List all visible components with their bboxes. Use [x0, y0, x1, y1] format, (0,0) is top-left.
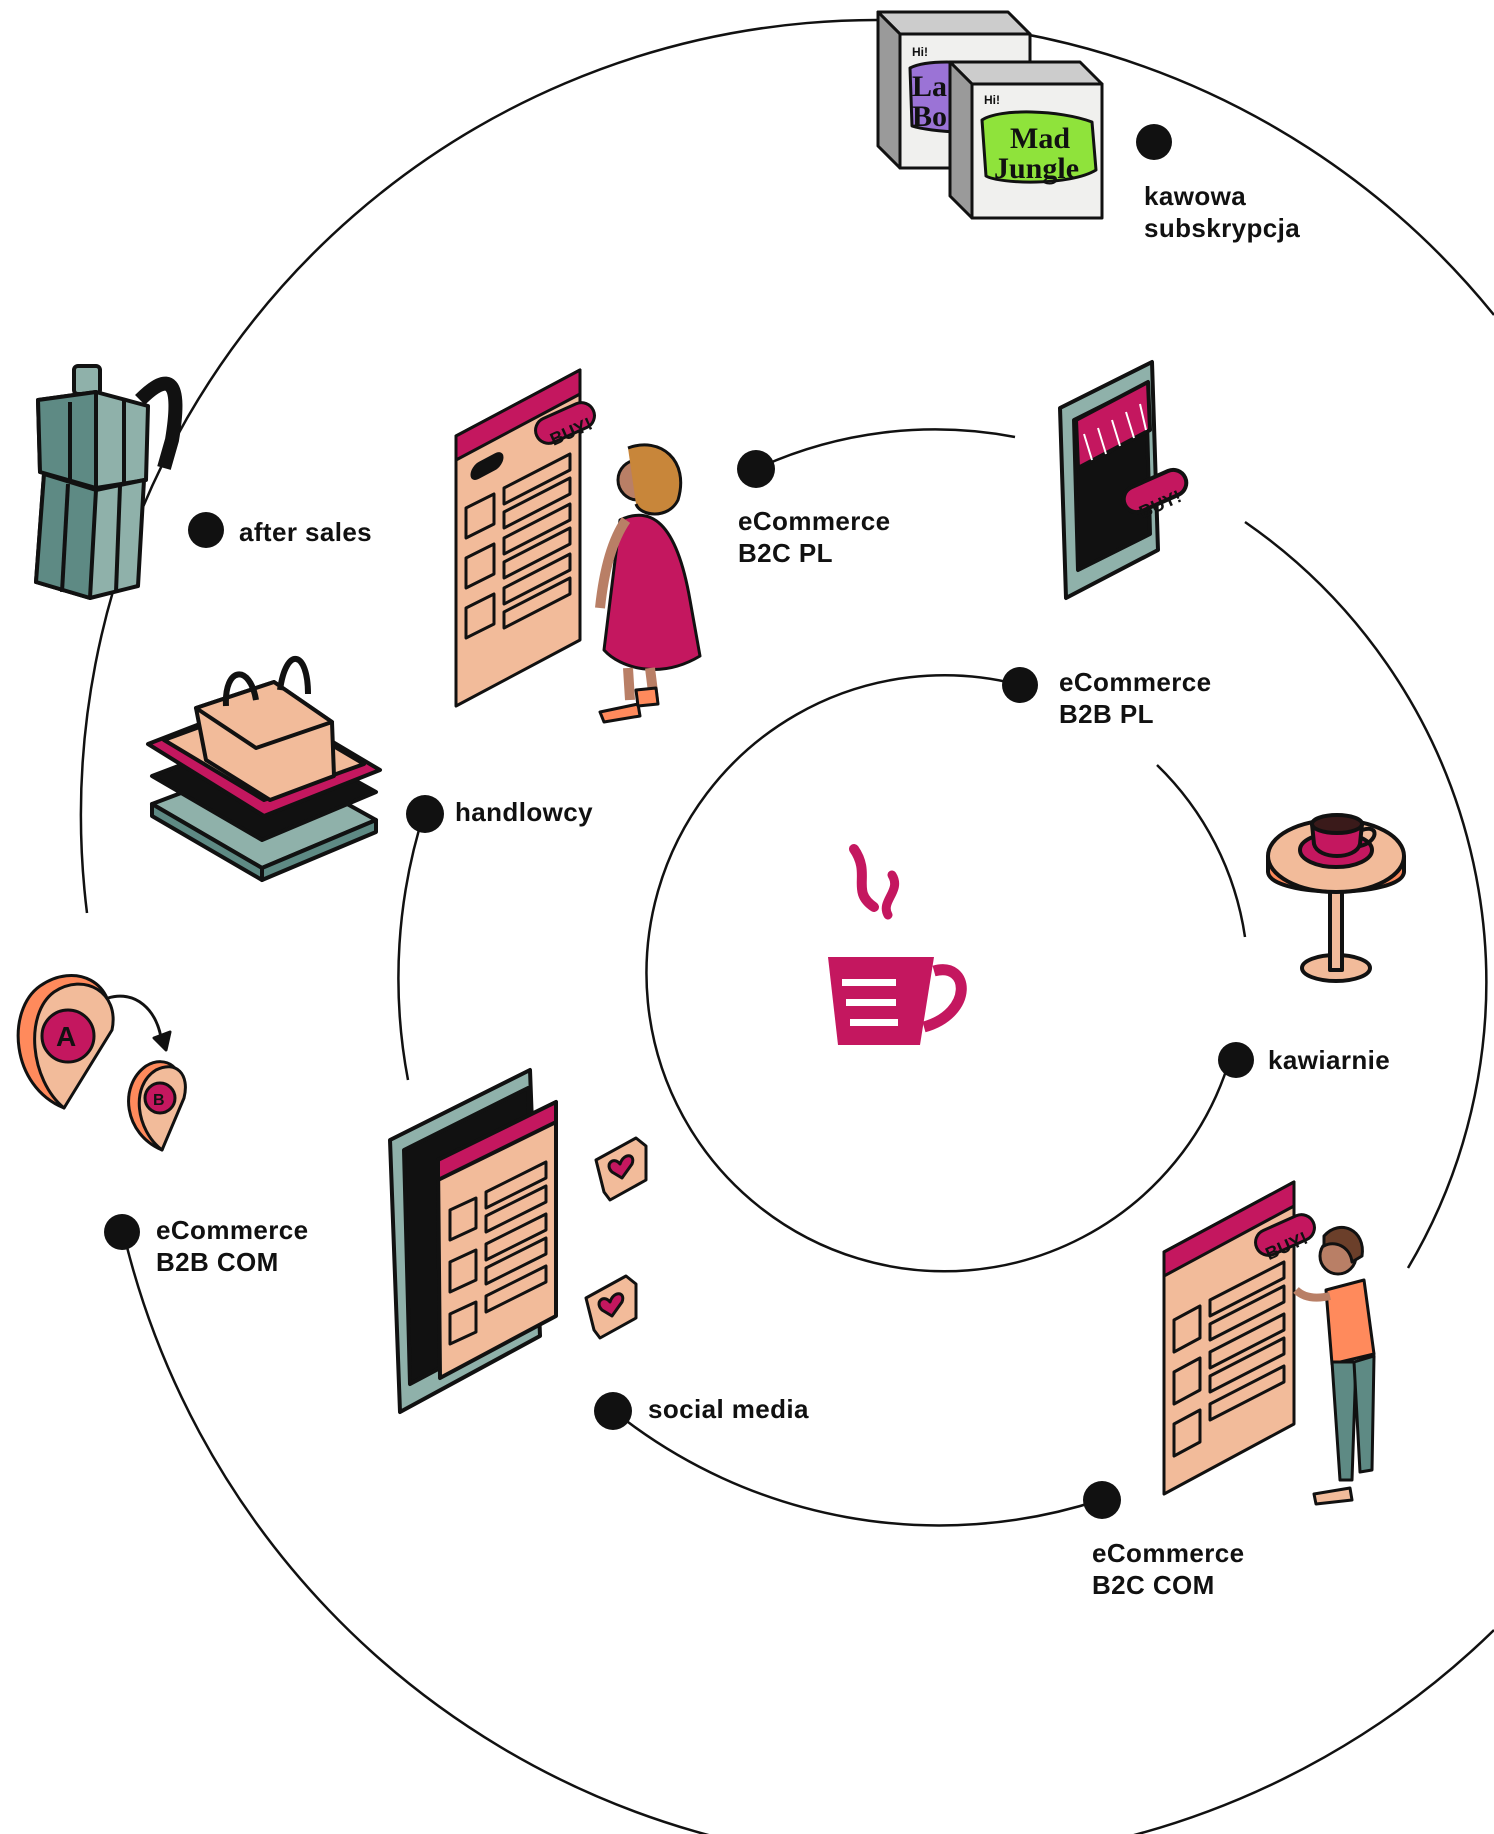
dot-after-sales: [188, 512, 224, 548]
outer-ring: [122, 1234, 1494, 1834]
dot-social-media: [594, 1392, 632, 1430]
label-ecom-b2b-com-line2: B2B COM: [156, 1247, 279, 1277]
node-dots: [104, 124, 1254, 1519]
label-social-media: social media: [648, 1394, 809, 1424]
inner-ring: [645, 674, 1230, 1273]
label-ecom-b2b-com: eCommerce B2B COM: [156, 1214, 308, 1278]
dot-ecom-b2b-pl: [1002, 667, 1038, 703]
label-ecom-b2b-pl-line1: eCommerce: [1059, 667, 1212, 697]
woman-figure: [595, 443, 702, 724]
package-2-title-line1: Mad: [1010, 122, 1070, 155]
label-ecom-b2c-pl-line2: B2C PL: [738, 538, 833, 568]
package-1-title-line1: La: [912, 70, 947, 103]
basket-icon: [146, 656, 382, 882]
man-figure: [1293, 1225, 1376, 1506]
moka-pot-icon: [34, 364, 183, 600]
coffee-package-icon: [876, 10, 1104, 220]
dot-handlowcy: [406, 795, 444, 833]
shop-screen-icon: [454, 368, 596, 708]
dot-kawowa: [1136, 124, 1172, 160]
phone-shop-icon: [1058, 360, 1189, 600]
map-pin-icon: [16, 974, 187, 1152]
label-ecom-b2c-com: eCommerce B2C COM: [1092, 1537, 1244, 1601]
label-handlowcy: handlowcy: [455, 797, 593, 827]
label-kawowa-line1: kawowa: [1144, 181, 1247, 211]
pin-a-text: A: [56, 1021, 76, 1052]
middle-ring-top: [755, 428, 1016, 471]
package-1-title-line2: Bo: [912, 100, 947, 133]
label-kawowa-subskrypcja: kawowa subskrypcja: [1144, 180, 1300, 244]
label-ecom-b2b-pl: eCommerce B2B PL: [1059, 666, 1211, 730]
shop-screen-com-icon: [1162, 1180, 1316, 1496]
orbit-lines: [79, 18, 1494, 1834]
heart-bubble-icon: [584, 1136, 648, 1340]
label-kawowa-line2: subskrypcja: [1144, 213, 1301, 243]
cafe-table-icon: [1266, 813, 1406, 983]
label-ecom-b2c-com-line1: eCommerce: [1092, 1538, 1245, 1568]
label-ecom-b2c-com-line2: B2C COM: [1092, 1570, 1215, 1600]
middle-ring-bottom: [614, 1411, 1101, 1527]
tablet-social-icon: [388, 1068, 558, 1414]
label-after-sales: after sales: [239, 517, 373, 547]
dot-ecom-b2c-pl: [737, 450, 775, 488]
inner-ring-right: [1156, 764, 1247, 938]
package-2-brand: Hi!: [984, 93, 1000, 107]
pin-b-text: B: [153, 1092, 165, 1109]
coffee-cup-logo-icon: [828, 844, 967, 1045]
middle-ring-left: [397, 809, 427, 1081]
label-ecom-b2b-com-line1: eCommerce: [156, 1215, 309, 1245]
middle-ring-right: [1244, 520, 1488, 1269]
package-2-title-line2: Jungle: [994, 152, 1079, 185]
label-ecom-b2c-pl: eCommerce B2C PL: [738, 505, 890, 569]
label-kawiarnie: kawiarnie: [1268, 1045, 1391, 1075]
label-ecom-b2c-pl-line1: eCommerce: [738, 506, 891, 536]
dot-ecom-b2b-com: [104, 1214, 140, 1250]
package-1-brand: Hi!: [912, 45, 928, 59]
label-ecom-b2b-pl-line2: B2B PL: [1059, 699, 1154, 729]
dot-ecom-b2c-com: [1083, 1481, 1121, 1519]
dot-kawiarnie: [1218, 1042, 1254, 1078]
